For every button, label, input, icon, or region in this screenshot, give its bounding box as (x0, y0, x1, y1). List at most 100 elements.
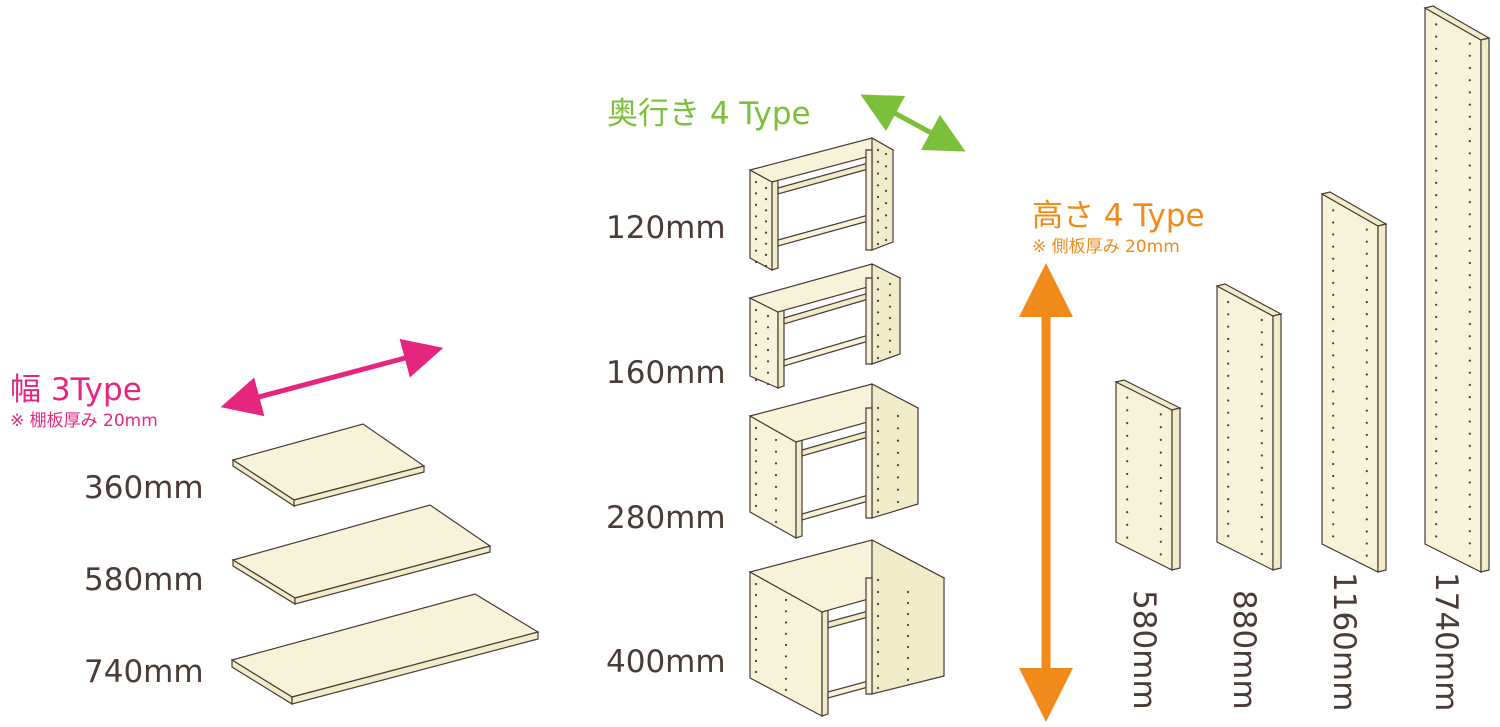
peg-hole (888, 305, 892, 308)
shelf-board-580 (231, 504, 492, 606)
peg-hole (784, 643, 788, 647)
peg-hole (1435, 291, 1438, 294)
peg-hole (1468, 396, 1471, 399)
peg-hole (876, 195, 880, 199)
peg-hole (1468, 237, 1471, 240)
peg-hole (1468, 140, 1471, 143)
peg-hole (1435, 96, 1438, 99)
peg-hole (876, 160, 880, 163)
peg-hole (876, 322, 880, 325)
peg-hole (1227, 534, 1230, 538)
peg-hole (876, 602, 880, 606)
peg-hole (754, 482, 758, 485)
peg-hole (1260, 479, 1263, 482)
peg-hole (876, 674, 880, 678)
peg-hole (754, 367, 758, 370)
peg-hole (754, 449, 758, 452)
peg-hole (896, 488, 900, 491)
peg-hole (766, 360, 770, 363)
peg-hole (876, 614, 880, 618)
peg-hole (876, 476, 880, 479)
peg-hole (1332, 426, 1335, 429)
peg-hole (1227, 510, 1230, 513)
peg-hole (766, 326, 770, 329)
peg-hole (1260, 552, 1263, 556)
peg-hole (754, 355, 758, 358)
peg-hole (754, 426, 758, 430)
peg-hole (1227, 399, 1230, 402)
peg-hole (1435, 218, 1438, 221)
peg-hole (906, 667, 910, 671)
peg-hole (1260, 528, 1263, 531)
peg-hole (1468, 127, 1471, 130)
peg-hole (884, 189, 888, 192)
peg-hole (1468, 91, 1471, 94)
peg-hole (1468, 164, 1471, 167)
peg-hole (1435, 181, 1438, 184)
peg-hole (754, 203, 758, 206)
peg-hole (754, 471, 758, 474)
peg-hole (884, 165, 888, 168)
peg-hole (1468, 176, 1471, 179)
peg-hole (1159, 489, 1162, 492)
peg-hole (888, 350, 892, 354)
peg-hole (876, 650, 880, 654)
peg-hole (1227, 424, 1230, 427)
peg-hole (784, 677, 788, 680)
peg-hole (1260, 466, 1263, 469)
peg-hole (774, 450, 778, 453)
peg-hole (1332, 209, 1335, 212)
shelf-unit-160 (748, 263, 902, 389)
peg-hole (884, 152, 888, 156)
peg-hole (1435, 35, 1438, 38)
peg-hole (754, 332, 758, 335)
peg-hole (876, 662, 880, 666)
height-size-580: 580mm (1126, 590, 1162, 710)
peg-hole (1365, 361, 1368, 364)
peg-hole (1468, 66, 1471, 70)
peg-hole (896, 476, 900, 479)
depth-size-120: 120mm (606, 210, 726, 246)
peg-hole (1435, 157, 1438, 160)
peg-hole (1227, 448, 1230, 451)
peg-hole (1435, 401, 1438, 404)
peg-hole (1332, 378, 1335, 381)
peg-hole (1435, 206, 1438, 209)
peg-hole (1365, 264, 1368, 267)
peg-hole (906, 678, 910, 682)
peg-hole (1468, 408, 1471, 411)
peg-hole (1468, 249, 1471, 252)
peg-hole (1159, 451, 1162, 454)
peg-hole (754, 438, 758, 441)
peg-hole (888, 339, 892, 342)
peg-hole (1332, 414, 1335, 417)
peg-hole (1365, 240, 1368, 243)
peg-hole (1332, 221, 1335, 224)
peg-hole (876, 590, 880, 594)
peg-hole (1159, 464, 1162, 467)
peg-hole (1227, 337, 1230, 340)
peg-hole (1126, 536, 1129, 539)
peg-hole (754, 493, 758, 496)
peg-hole (884, 226, 888, 229)
peg-hole (888, 294, 892, 297)
peg-hole (1227, 313, 1230, 316)
peg-hole (1260, 442, 1263, 445)
peg-hole (1435, 108, 1438, 111)
peg-hole (1435, 389, 1438, 392)
peg-hole (774, 497, 778, 500)
peg-hole (1468, 359, 1471, 362)
peg-hole (1260, 540, 1263, 543)
peg-hole (1332, 269, 1335, 272)
peg-hole (1227, 461, 1230, 464)
depth-size-400: 400mm (606, 644, 726, 680)
peg-hole (876, 418, 880, 421)
peg-hole (1435, 340, 1438, 343)
peg-hole (1332, 257, 1335, 260)
peg-hole (1227, 485, 1230, 488)
peg-hole (876, 430, 880, 433)
width-size-740: 740mm (84, 654, 204, 690)
peg-hole (1159, 553, 1162, 556)
peg-hole (1468, 469, 1471, 472)
peg-hole (1365, 300, 1368, 304)
